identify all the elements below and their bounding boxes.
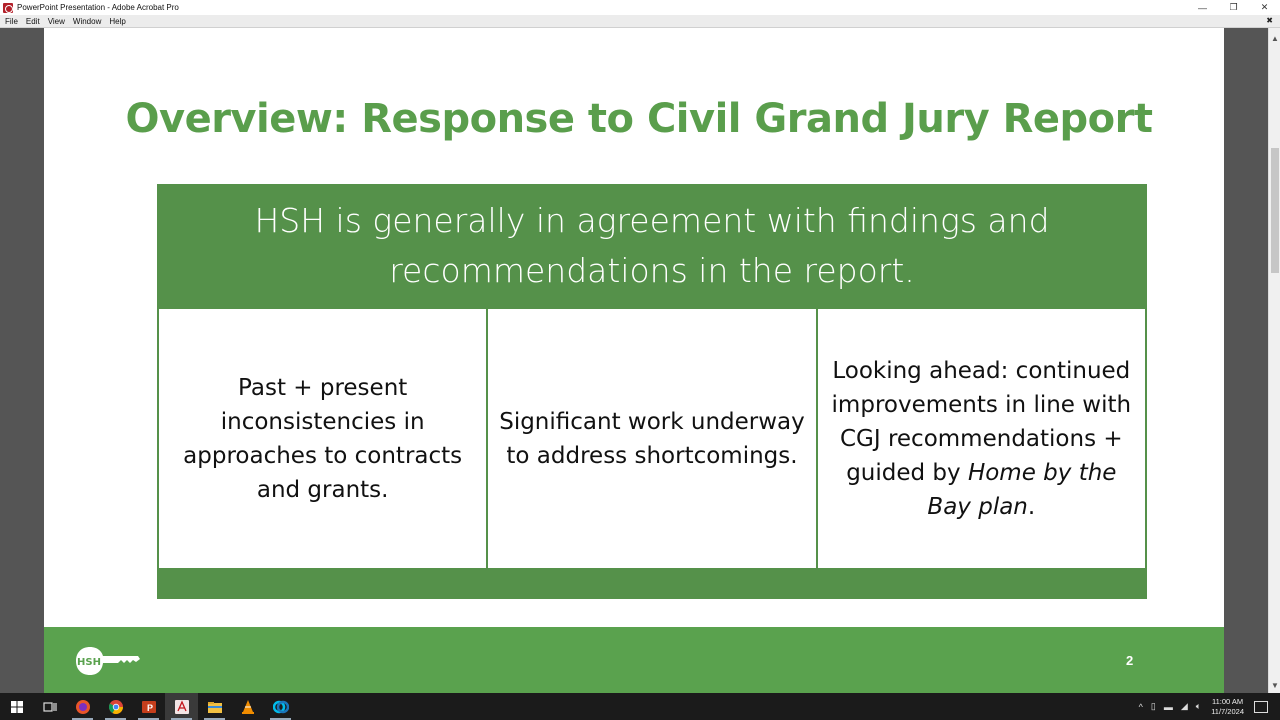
- table-row: Past + present inconsistencies in approa…: [159, 309, 1145, 568]
- taskbar-webex[interactable]: [264, 693, 297, 720]
- window-controls: — ❐ ✕: [1187, 0, 1280, 15]
- windows-logo-icon: [10, 700, 23, 713]
- show-hidden-icons-chevron-icon[interactable]: ^: [1138, 701, 1143, 712]
- menu-view[interactable]: View: [47, 16, 65, 26]
- menu-help[interactable]: Help: [109, 16, 126, 26]
- acrobat-app-icon: [3, 2, 13, 13]
- window-titlebar: PowerPoint Presentation - Adobe Acrobat …: [0, 0, 1280, 15]
- firefox-icon: [75, 699, 90, 714]
- taskbar-file-explorer[interactable]: [198, 693, 231, 720]
- plan-name: Home by the Bay plan: [927, 459, 1117, 520]
- window-title: PowerPoint Presentation - Adobe Acrobat …: [17, 3, 179, 12]
- taskbar-acrobat[interactable]: [165, 693, 198, 720]
- powerpoint-icon: P: [141, 700, 156, 713]
- volume-icon[interactable]: 🔈︎: [1195, 701, 1202, 711]
- taskbar-firefox[interactable]: [66, 693, 99, 720]
- menu-edit[interactable]: Edit: [25, 16, 40, 26]
- task-view-button[interactable]: [33, 693, 66, 720]
- close-document-icon[interactable]: ✖: [1266, 16, 1273, 25]
- menu-window[interactable]: Window: [72, 16, 102, 26]
- clock-time: 11:00 AM: [1212, 696, 1244, 706]
- page-number: 2: [1126, 653, 1134, 668]
- notification-center-icon[interactable]: [1254, 700, 1268, 713]
- system-tray: ^ ▯ ▬ ◢ 🔈︎ 11:00 AM 11/7/2024: [1135, 693, 1280, 720]
- summary-table: HSH is generally in agreement with findi…: [157, 184, 1147, 599]
- svg-text:HSH: HSH: [77, 657, 101, 668]
- scroll-down-icon[interactable]: ▼: [1271, 681, 1279, 690]
- taskbar-powerpoint[interactable]: P: [132, 693, 165, 720]
- clock-date: 11/7/2024: [1211, 706, 1244, 716]
- table-cell-past: Past + present inconsistencies in approa…: [159, 309, 487, 568]
- vertical-scrollbar[interactable]: ▲ ▼: [1268, 28, 1280, 693]
- start-button[interactable]: [0, 693, 33, 720]
- svg-text:P: P: [147, 703, 153, 713]
- device-icon[interactable]: ▯: [1150, 701, 1156, 711]
- clock[interactable]: 11:00 AM 11/7/2024: [1211, 697, 1244, 717]
- wifi-icon[interactable]: ◢: [1180, 701, 1188, 711]
- chrome-icon: [108, 699, 123, 714]
- restore-button[interactable]: ❐: [1229, 2, 1238, 12]
- windows-taskbar: P ^ ▯ ▬ ◢ 🔈︎ 11:00 AM 11/7/2024: [0, 693, 1280, 720]
- acrobat-icon: [174, 699, 189, 714]
- folder-icon: [207, 701, 222, 713]
- taskbar-chrome[interactable]: [99, 693, 132, 720]
- slide-footer: HSH 2: [44, 627, 1224, 693]
- vlc-cone-icon: [241, 699, 254, 714]
- menubar: File Edit View Window Help ✖: [0, 15, 1280, 28]
- table-cell-work: Significant work underway to address sho…: [488, 309, 816, 568]
- close-button[interactable]: ✕: [1260, 2, 1269, 12]
- minimize-button[interactable]: —: [1198, 2, 1207, 13]
- taskbar-vlc[interactable]: [231, 693, 264, 720]
- slide-title: Overview: Response to Civil Grand Jury R…: [125, 96, 1154, 142]
- scrollbar-thumb[interactable]: [1271, 148, 1279, 273]
- webex-icon: [272, 700, 289, 713]
- slide-page: Overview: Response to Civil Grand Jury R…: [44, 28, 1224, 693]
- battery-icon[interactable]: ▬: [1163, 701, 1173, 712]
- table-cell-looking-ahead: Looking ahead: continued improvements in…: [817, 309, 1145, 568]
- scroll-up-icon[interactable]: ▲: [1271, 34, 1279, 43]
- hsh-key-logo-icon: HSH: [76, 647, 140, 675]
- task-view-icon: [42, 701, 57, 712]
- table-header: HSH is generally in agreement with findi…: [254, 201, 1050, 290]
- menu-file[interactable]: File: [5, 16, 18, 26]
- looking-ahead-text: Looking ahead: continued improvements in…: [831, 357, 1132, 520]
